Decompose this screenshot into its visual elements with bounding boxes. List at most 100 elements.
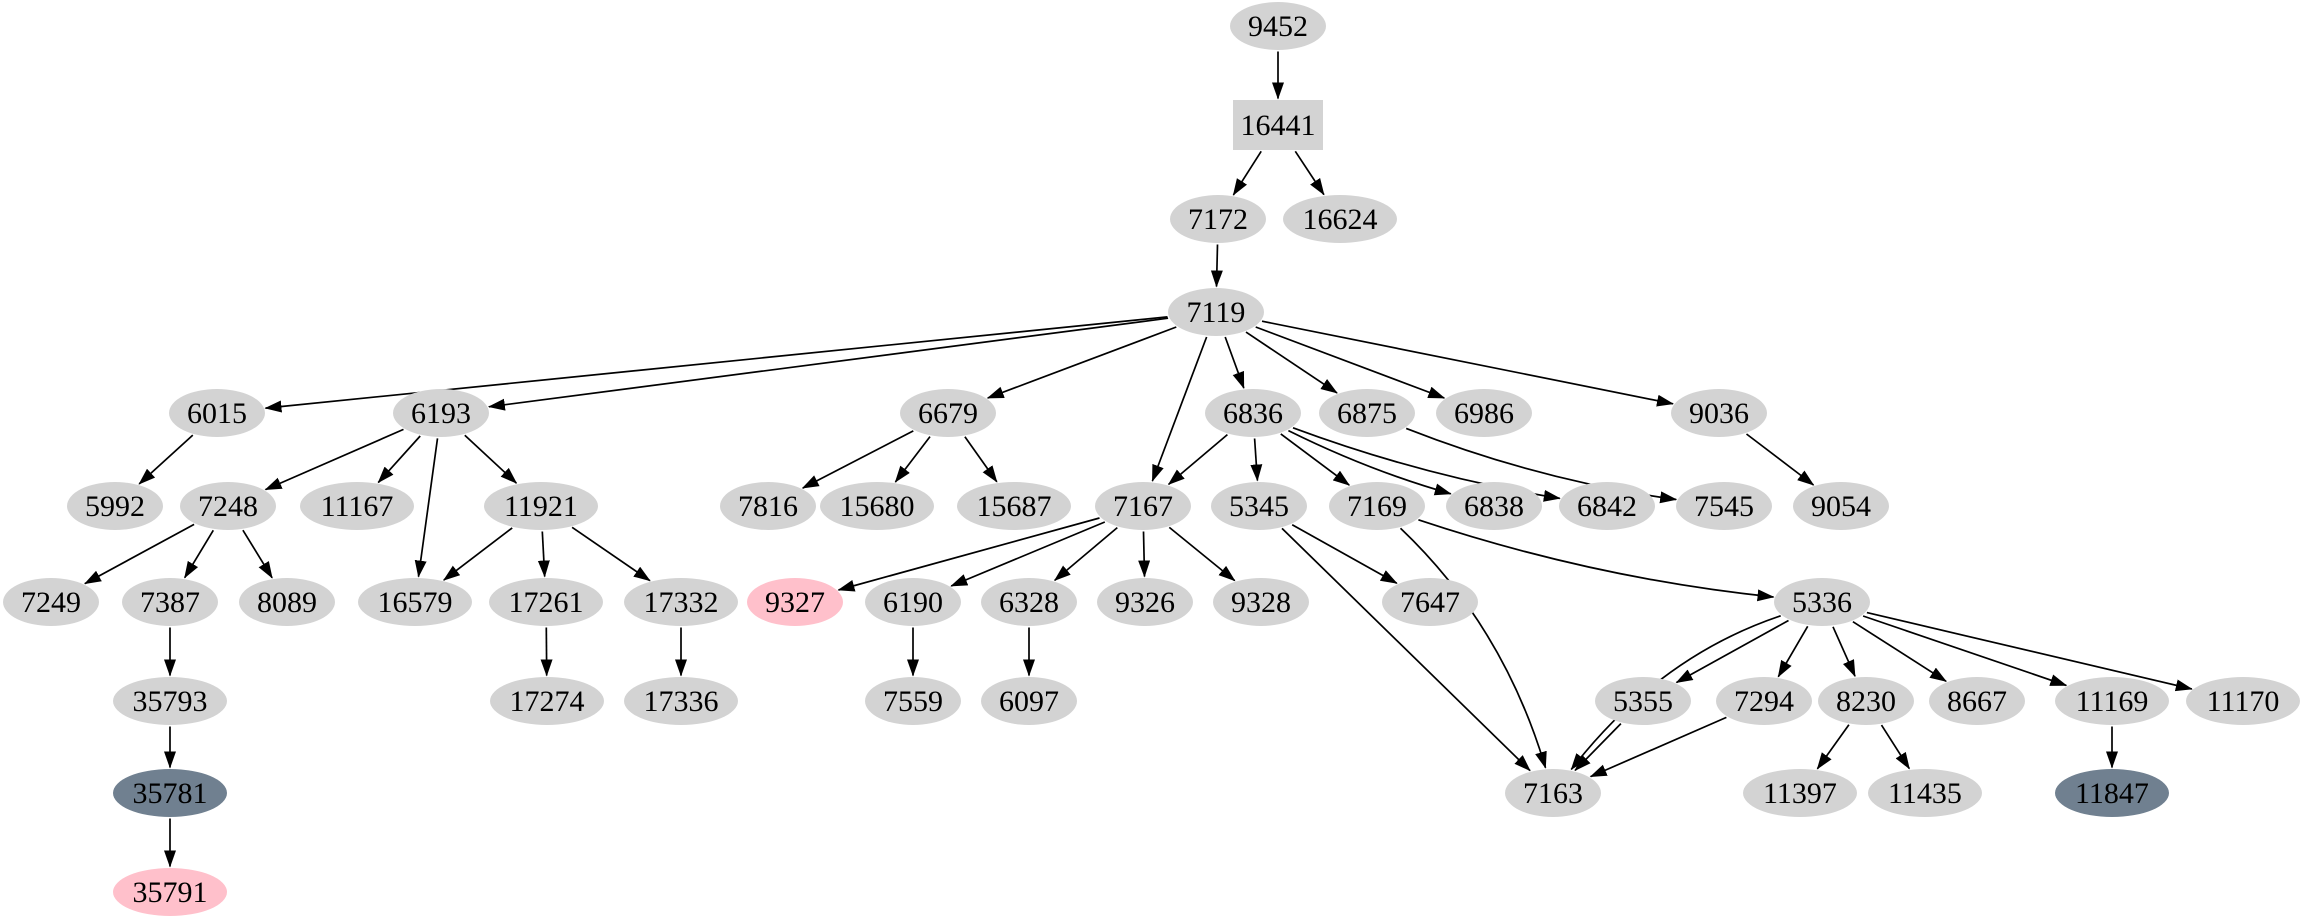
edge-5336-7294	[1777, 625, 1809, 678]
edge-11921-17261	[537, 531, 550, 578]
node-6190: 6190	[865, 578, 961, 626]
node-7647: 7647	[1382, 578, 1478, 626]
node-label-7294: 7294	[1734, 685, 1794, 718]
node-ellipse-shape	[484, 482, 598, 530]
node-ellipse-shape	[3, 578, 99, 626]
node-label-6097: 6097	[999, 685, 1059, 718]
node-6842: 6842	[1559, 482, 1655, 530]
node-ellipse-shape	[113, 868, 227, 916]
node-label-6842: 6842	[1577, 490, 1637, 523]
node-ellipse-shape	[820, 482, 934, 530]
node-ellipse-shape	[1716, 677, 1812, 725]
node-6328: 6328	[981, 578, 1077, 626]
node-9036: 9036	[1671, 389, 1767, 437]
node-label-8089: 8089	[257, 586, 317, 619]
edge-7167-6190	[950, 521, 1106, 587]
node-35793: 35793	[113, 677, 227, 725]
node-ellipse-shape	[981, 578, 1077, 626]
edge-7167-9328	[1168, 526, 1236, 582]
node-ellipse-shape	[865, 578, 961, 626]
node-ellipse-shape	[1319, 389, 1415, 437]
node-label-5992: 5992	[85, 490, 145, 523]
edge-7119-6015	[264, 316, 1168, 413]
node-9327: 9327	[747, 578, 843, 626]
node-5336: 5336	[1774, 578, 1870, 626]
node-35781: 35781	[113, 769, 227, 817]
node-label-5336: 5336	[1792, 586, 1852, 619]
node-ellipse-shape	[1230, 2, 1326, 50]
node-ellipse-shape	[1793, 482, 1889, 530]
node-label-35781: 35781	[133, 777, 208, 810]
node-17274: 17274	[490, 677, 604, 725]
edge-7119-6193	[487, 317, 1169, 411]
edge-7294-7163	[1589, 716, 1727, 778]
edge-7119-6679	[986, 326, 1177, 399]
node-8089: 8089	[239, 578, 335, 626]
edge-16441-7172	[1232, 150, 1262, 196]
node-7119: 7119	[1168, 288, 1264, 336]
node-label-6838: 6838	[1464, 490, 1524, 523]
node-label-15680: 15680	[840, 490, 915, 523]
node-label-7169: 7169	[1347, 490, 1407, 523]
node-ellipse-shape	[1170, 195, 1266, 243]
node-7294: 7294	[1716, 677, 1812, 725]
node-label-6328: 6328	[999, 586, 1059, 619]
node-label-9054: 9054	[1811, 490, 1871, 523]
edge-5355-7163	[1574, 723, 1622, 772]
node-label-7119: 7119	[1187, 296, 1246, 329]
node-ellipse-shape	[1097, 578, 1193, 626]
node-label-6193: 6193	[411, 397, 471, 430]
edge-7172-7119	[1210, 244, 1223, 288]
node-7169: 7169	[1329, 482, 1425, 530]
node-ellipse-shape	[358, 578, 472, 626]
node-7167: 7167	[1095, 482, 1191, 530]
node-ellipse-shape	[1205, 389, 1301, 437]
node-label-16624: 16624	[1303, 203, 1378, 236]
node-11167: 11167	[300, 482, 414, 530]
edge-6193-7248	[264, 428, 404, 491]
node-7559: 7559	[865, 677, 961, 725]
node-7163: 7163	[1505, 769, 1601, 817]
node-6679: 6679	[900, 389, 996, 437]
node-label-9452: 9452	[1248, 10, 1308, 43]
node-box-shape	[1233, 100, 1323, 150]
node-ellipse-shape	[113, 769, 227, 817]
edge-11921-16579	[443, 527, 513, 581]
node-ellipse-shape	[1213, 578, 1309, 626]
node-5355: 5355	[1595, 677, 1691, 725]
edge-7167-9326	[1138, 531, 1151, 578]
node-label-11397: 11397	[1763, 777, 1837, 810]
node-label-5345: 5345	[1229, 490, 1289, 523]
node-label-11169: 11169	[2076, 685, 2149, 718]
node-label-17261: 17261	[509, 586, 584, 619]
node-5345: 5345	[1211, 482, 1307, 530]
node-ellipse-shape	[239, 578, 335, 626]
node-7545: 7545	[1676, 482, 1772, 530]
node-6986: 6986	[1436, 389, 1532, 437]
node-label-7172: 7172	[1188, 203, 1248, 236]
node-ellipse-shape	[1868, 769, 1982, 817]
node-ellipse-shape	[2186, 677, 2300, 725]
node-label-35791: 35791	[133, 876, 208, 909]
node-ellipse-shape	[900, 389, 996, 437]
edge-6193-16579	[414, 438, 439, 578]
node-17336: 17336	[624, 677, 738, 725]
node-ellipse-shape	[2055, 677, 2169, 725]
node-label-11435: 11435	[1888, 777, 1962, 810]
node-label-11170: 11170	[2207, 685, 2280, 718]
edge-6836-5345	[1250, 438, 1263, 482]
node-label-7559: 7559	[883, 685, 943, 718]
edge-8230-11435	[1880, 724, 1911, 770]
node-ellipse-shape	[67, 482, 163, 530]
edge-7248-7387	[183, 529, 215, 579]
edge-6679-7816	[801, 430, 914, 489]
node-9054: 9054	[1793, 482, 1889, 530]
node-label-7248: 7248	[198, 490, 258, 523]
edge-7167-9327	[837, 517, 1100, 592]
node-ellipse-shape	[981, 677, 1077, 725]
node-label-7387: 7387	[140, 586, 200, 619]
node-label-9327: 9327	[765, 586, 825, 619]
node-ellipse-shape	[1676, 482, 1772, 530]
